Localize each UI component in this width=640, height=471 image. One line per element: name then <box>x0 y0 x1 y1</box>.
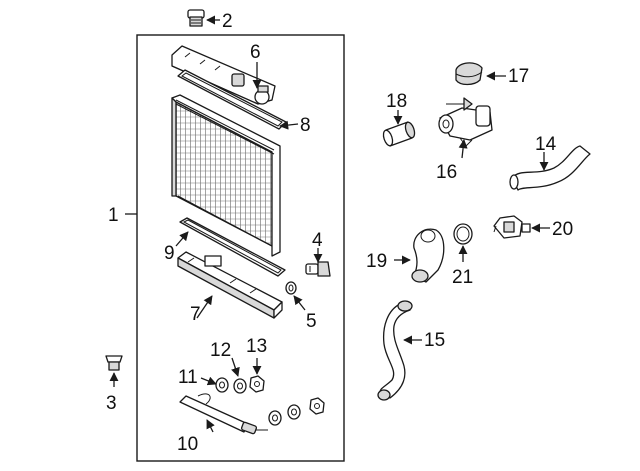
part-15-lower-hose <box>377 300 413 401</box>
callout-9: 9 <box>164 243 175 264</box>
part-12-washer <box>233 378 247 394</box>
leader-8 <box>279 120 299 130</box>
part-13-nut <box>249 375 265 393</box>
callout-20: 20 <box>552 219 573 240</box>
part-20-thermostat <box>493 215 531 239</box>
part-11-seal <box>215 377 229 393</box>
callout-15: 15 <box>424 330 445 351</box>
callout-12: 12 <box>210 340 231 361</box>
part-3-mount-bushing <box>105 355 123 371</box>
callout-16: 16 <box>436 162 457 183</box>
leader-5 <box>293 295 306 311</box>
leader-9 <box>175 231 189 247</box>
part-7-lower-tank <box>177 251 283 319</box>
part-2-drain-plug <box>187 9 205 27</box>
callout-2: 2 <box>222 11 233 32</box>
radiator-core <box>171 94 281 257</box>
assembly-frame <box>136 34 345 462</box>
callout-1: 1 <box>108 205 119 226</box>
leader-10 <box>206 419 215 433</box>
callout-13: 13 <box>246 336 267 357</box>
callout-3: 3 <box>106 393 117 414</box>
callout-10: 10 <box>177 434 198 455</box>
part-16-water-outlet <box>438 97 493 147</box>
callout-17: 17 <box>508 66 529 87</box>
part-6-upper-tank <box>171 45 276 105</box>
part-10-cooler-pipe <box>179 393 268 435</box>
callout-14: 14 <box>535 134 557 155</box>
callout-7: 7 <box>190 304 201 325</box>
callout-8: 8 <box>300 115 311 136</box>
part-9-lower-gasket <box>179 217 286 277</box>
leader-16 <box>458 139 468 159</box>
part-17-filler-cap <box>455 62 483 86</box>
callout-11: 11 <box>178 367 198 388</box>
leader-7 <box>196 295 213 319</box>
callout-4: 4 <box>312 230 323 251</box>
washer-set <box>268 397 325 426</box>
callout-5: 5 <box>306 311 317 332</box>
part-19-water-inlet <box>411 228 445 283</box>
callout-18: 18 <box>386 91 407 112</box>
leader-11 <box>200 376 217 386</box>
part-18-bypass-hose <box>382 121 416 147</box>
part-14-upper-hose <box>509 145 591 191</box>
callout-21: 21 <box>452 267 473 288</box>
callout-19: 19 <box>366 251 387 272</box>
part-5-o-ring <box>285 281 297 295</box>
part-4-drain-cock <box>305 261 331 277</box>
leader-12 <box>231 357 240 377</box>
callout-6: 6 <box>250 42 261 63</box>
